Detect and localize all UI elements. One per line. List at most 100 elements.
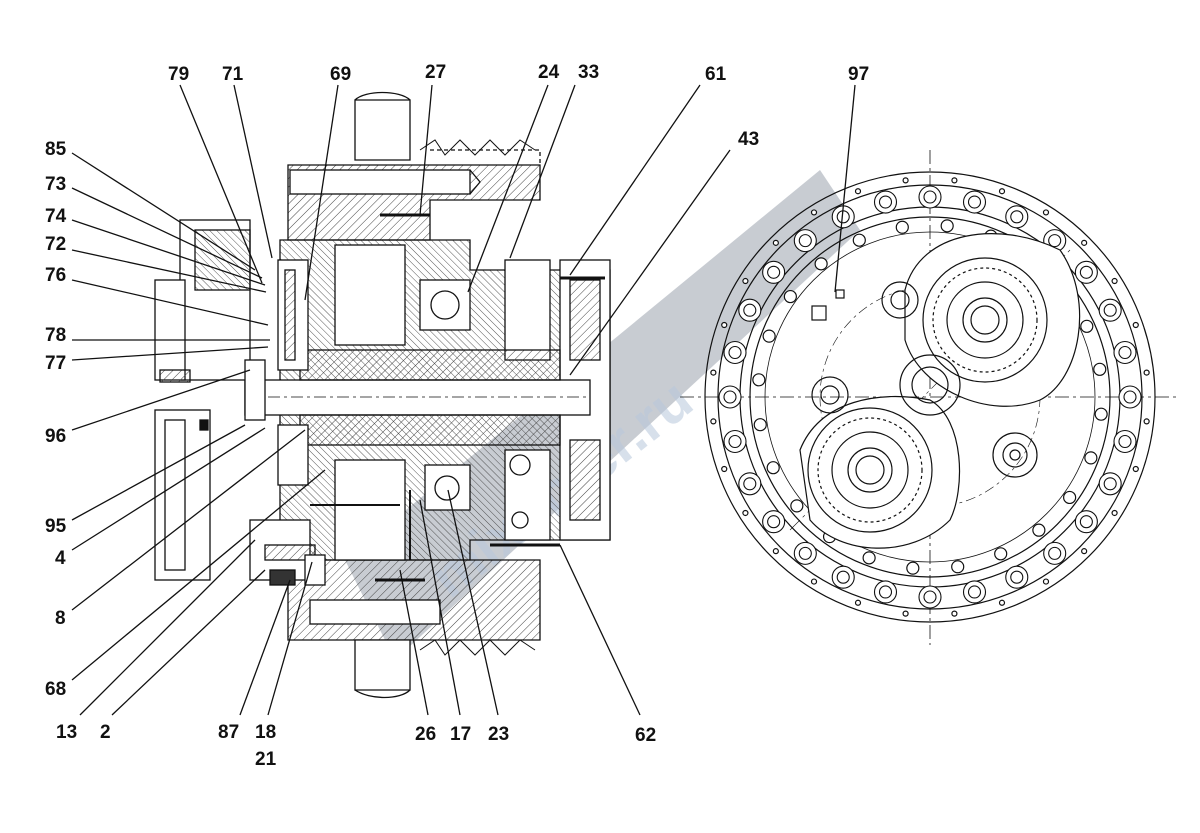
small-hole (772, 548, 779, 555)
small-hole (721, 465, 728, 473)
small-hole (902, 177, 909, 184)
bolt-hole (1113, 340, 1137, 365)
callout-74: 74 (45, 206, 67, 227)
small-hole (710, 369, 717, 376)
callout-69: 69 (330, 64, 351, 85)
small-hole (742, 509, 749, 517)
callout-87: 87 (218, 722, 239, 743)
small-hole (742, 277, 749, 285)
callout-23: 23 (488, 724, 509, 745)
callout-21: 21 (255, 749, 277, 770)
inner-hole (1094, 407, 1108, 421)
bolt-hole (831, 565, 855, 589)
callout-62: 62 (635, 725, 656, 746)
inner-hole (951, 560, 965, 574)
small-hole (772, 239, 779, 246)
inner-hole (906, 561, 920, 575)
bolt-hole (762, 260, 786, 284)
callout-72: 72 (45, 234, 66, 255)
bolt-hole (1074, 510, 1098, 534)
bolt-hole (1005, 565, 1029, 589)
callout-68: 68 (45, 679, 66, 700)
small-hole (1111, 509, 1118, 517)
callout-24: 24 (538, 62, 560, 83)
small-hole (998, 188, 1006, 195)
inner-hole (790, 499, 804, 513)
bolt-hole (873, 190, 898, 214)
small-hole (854, 188, 862, 195)
planet-gear-lower (799, 395, 961, 549)
callout-79: 79 (168, 64, 189, 85)
inner-hole (940, 219, 954, 233)
callout-4: 4 (55, 548, 66, 569)
inner-hole (752, 373, 766, 387)
callouts: 79 71 69 27 24 33 61 97 43 85 73 74 72 7… (45, 62, 869, 770)
callout-2: 2 (100, 722, 111, 743)
front-view (680, 150, 1180, 645)
bolt-hole (1005, 205, 1029, 229)
planet-gear-upper (904, 233, 1081, 407)
bolt-hole (873, 580, 898, 604)
bolt-hole (762, 510, 786, 534)
callout-43: 43 (738, 129, 759, 150)
small-hole (721, 321, 728, 329)
inner-hole (1084, 451, 1098, 465)
callout-71: 71 (222, 64, 244, 85)
inner-hole (852, 233, 866, 247)
callout-97: 97 (848, 64, 869, 85)
inner-hole (1032, 523, 1046, 537)
bolt-hole (918, 585, 942, 609)
callout-33: 33 (578, 62, 599, 83)
callout-13: 13 (56, 722, 77, 743)
bolt-ring (710, 177, 1150, 617)
inner-hole (1080, 319, 1094, 333)
bolt-hole (1113, 429, 1137, 454)
callout-18: 18 (255, 722, 276, 743)
bolt-hole (1074, 260, 1098, 284)
bolt-hole (738, 298, 762, 322)
inner-hole (862, 551, 876, 565)
inner-hole (895, 220, 909, 234)
small-hole (710, 418, 717, 425)
bolt-hole (793, 229, 817, 253)
small-hole (810, 209, 818, 216)
callout-76: 76 (45, 265, 66, 286)
bolt-hole (918, 185, 942, 209)
small-hole (1042, 209, 1050, 216)
small-hole (1042, 578, 1050, 585)
callout-73: 73 (45, 174, 66, 195)
small-hole (902, 610, 909, 617)
bolt-hole (1098, 298, 1122, 322)
small-hole (854, 599, 862, 606)
callout-26: 26 (415, 724, 436, 745)
inner-hole (994, 547, 1008, 561)
bolt-hole (723, 429, 747, 454)
callout-17: 17 (450, 724, 471, 745)
small-hole (1132, 465, 1139, 473)
callout-77: 77 (45, 353, 66, 374)
bolt-hole (1098, 472, 1122, 496)
callout-27: 27 (425, 62, 446, 83)
section-view (154, 91, 611, 699)
small-hole (1132, 321, 1139, 329)
inner-hole (1093, 362, 1107, 376)
small-hole (1143, 369, 1150, 376)
bolt-hole (1043, 541, 1067, 565)
bolt-hole (962, 190, 987, 214)
inner-hole (783, 289, 797, 304)
small-hole (1081, 239, 1088, 246)
bolt-hole (1118, 385, 1142, 409)
leader-lines (71, 84, 856, 716)
bolt-hole (718, 385, 742, 409)
callout-61: 61 (705, 64, 727, 85)
small-hole (951, 177, 958, 184)
callout-85: 85 (45, 139, 67, 160)
bolt-hole (793, 541, 817, 565)
inner-hole (753, 418, 767, 432)
inner-hole (1063, 490, 1077, 505)
inner-hole (814, 257, 828, 271)
bolt-hole (723, 340, 747, 365)
small-hole (998, 599, 1006, 606)
